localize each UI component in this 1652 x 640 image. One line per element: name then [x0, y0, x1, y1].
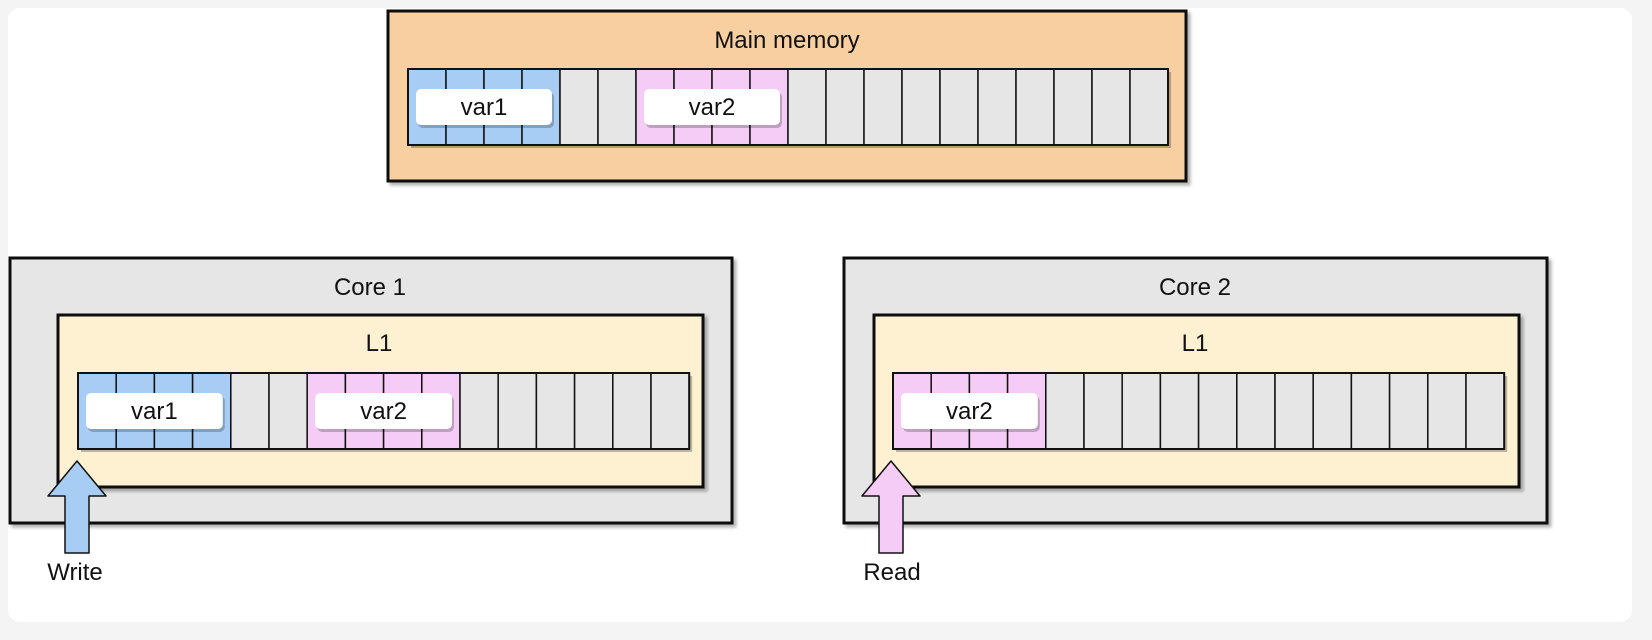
core-1-l1-row-border	[77, 372, 691, 450]
core-1-l1-cell	[573, 372, 614, 450]
main-memory-cell	[597, 68, 637, 146]
core-1-l1-title: L1	[366, 330, 393, 357]
main-memory-cell	[1129, 68, 1169, 146]
core-2-l1-cell	[1236, 372, 1276, 450]
core-1-l1-var2-label: var2	[360, 398, 407, 425]
core-2-l1-var2-label: var2	[946, 398, 993, 425]
diagram-canvas: Main memory var1 var2 Core 1 L1 var1 var2 …	[8, 8, 1632, 622]
core-2-l1-cell	[1427, 372, 1467, 450]
write-arrow-icon	[47, 460, 107, 554]
core-2-l1-cell	[1388, 372, 1429, 450]
core-2-l1-cell	[1465, 372, 1505, 450]
core-2-l1-title: L1	[1182, 330, 1209, 357]
main-memory-var1-label: var1	[461, 94, 508, 121]
main-memory-var2-label: var2	[689, 94, 736, 121]
core-2-l1-cell	[1121, 372, 1162, 450]
main-memory-cell	[559, 68, 599, 146]
core-2-l1-row-border	[892, 372, 1506, 450]
core-2: Core 2 L1 var2 Read	[842, 256, 1549, 586]
main-memory-cell	[825, 68, 865, 146]
core-1-l1-var2-label-box	[315, 393, 452, 429]
core-1-l1-cell	[268, 372, 308, 450]
main-memory-cell	[863, 68, 903, 146]
main-memory: Main memory var1 var2	[386, 9, 1188, 183]
main-memory-var1-label-box	[416, 89, 552, 125]
main-memory-title: Main memory	[714, 27, 859, 54]
core-1-l1-cell	[535, 372, 576, 450]
core-2-l1-var2-label-box	[901, 393, 1038, 429]
core-1-l1-var1-label: var1	[131, 398, 178, 425]
core-1-l1-cell	[497, 372, 538, 450]
main-memory-var2-label-box	[644, 89, 780, 125]
core-2-l1-cell	[1312, 372, 1353, 450]
core-1-l1-cell	[230, 372, 270, 450]
core-2-l1-cell	[1045, 372, 1085, 450]
core-1-l1-cell	[459, 372, 499, 450]
read-label: Read	[863, 559, 920, 586]
core-2-l1-cell	[1083, 372, 1123, 450]
main-memory-cell	[939, 68, 979, 146]
cache-coherence-diagram: Main memory var1 var2 Core 1 L1 var1 var2 …	[8, 9, 1549, 586]
main-memory-cell	[901, 68, 941, 146]
core-1-l1-cell	[612, 372, 652, 450]
core-1-l1-cells: var1 var2	[77, 372, 693, 452]
main-memory-cell	[1091, 68, 1131, 146]
core-2-l1-cells: var2	[892, 372, 1508, 452]
core-1: Core 1 L1 var1 var2 Write	[8, 256, 734, 586]
core-2-l1-cell	[1159, 372, 1200, 450]
main-memory-cell	[1053, 68, 1093, 146]
main-memory-row-border	[407, 68, 1169, 146]
core-2-l1-cell	[1350, 372, 1391, 450]
write-label: Write	[47, 559, 103, 586]
core-1-title: Core 1	[334, 274, 406, 301]
core-1-l1-var1-label-box	[86, 393, 223, 429]
main-memory-cells: var1 var2	[407, 68, 1171, 148]
read-arrow-icon	[861, 460, 921, 554]
main-memory-cell	[1015, 68, 1055, 146]
main-memory-cell	[787, 68, 827, 146]
main-memory-cell	[977, 68, 1017, 146]
core-2-l1-cell	[1274, 372, 1314, 450]
core-2-title: Core 2	[1159, 274, 1231, 301]
core-1-l1-cell	[650, 372, 690, 450]
core-2-l1-cell	[1197, 372, 1238, 450]
